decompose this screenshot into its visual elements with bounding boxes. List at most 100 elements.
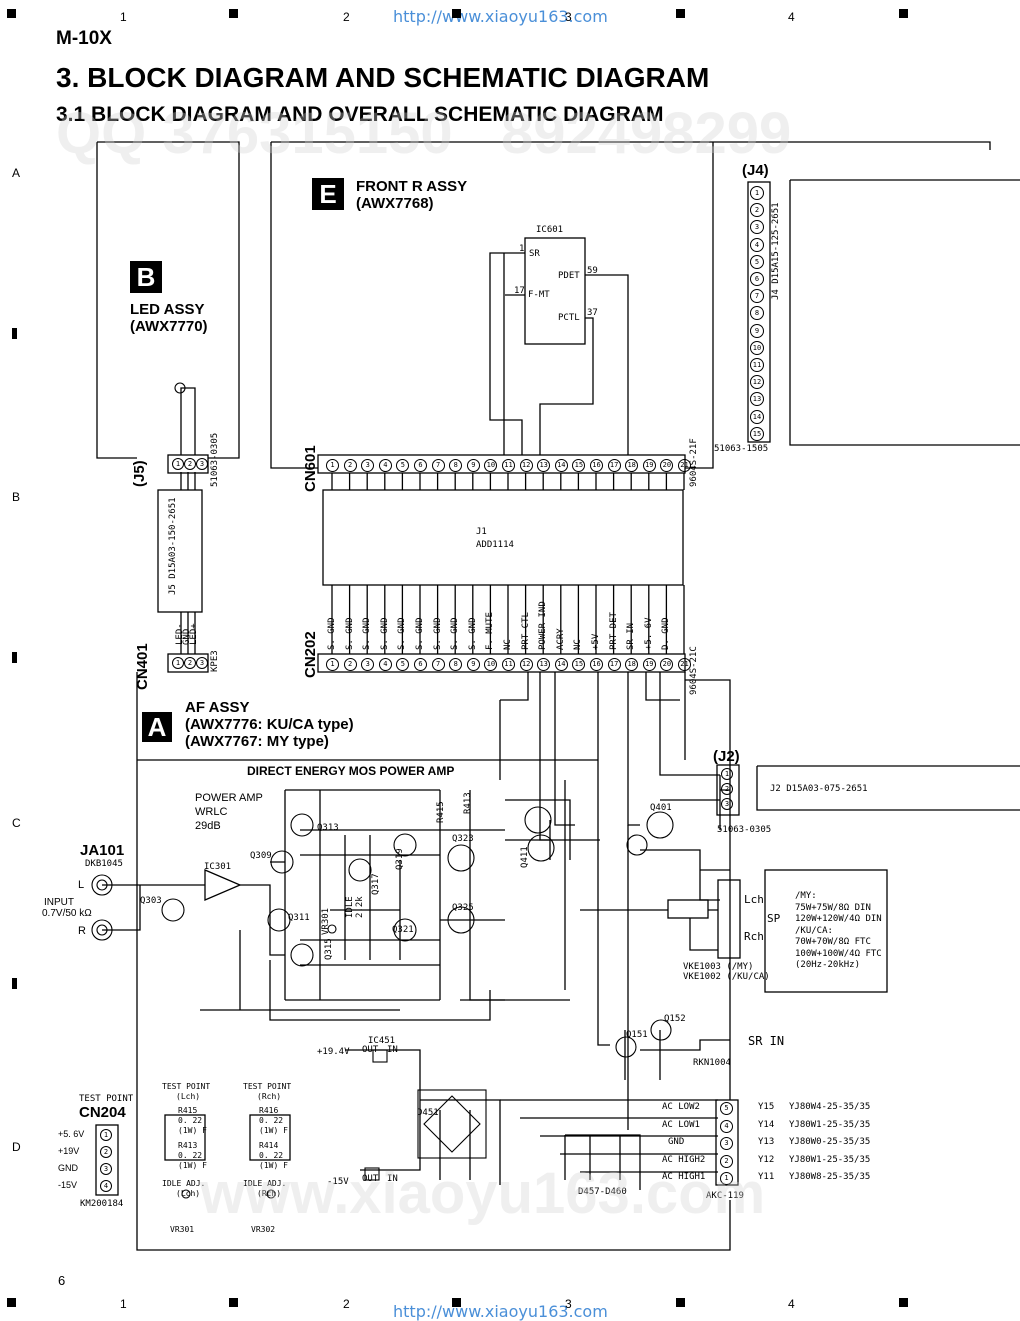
j5-label: (J5) <box>131 460 148 487</box>
cn202-pin: 15 <box>572 658 586 671</box>
part-label: R413 <box>463 792 473 814</box>
cn202-pin: 2 <box>343 658 357 671</box>
part-label: Q411 <box>520 846 530 868</box>
column-number: 3 <box>565 1297 572 1311</box>
column-number: 1 <box>120 1297 127 1311</box>
test-point-vr: VR301 <box>170 1225 195 1234</box>
test-point-idle: IDLE ADJ. <box>243 1179 287 1188</box>
amp-power-label: POWER AMP <box>195 792 263 804</box>
page-number: 6 <box>58 1273 66 1288</box>
ac-row-wire: YJ80W4-25-35/35 <box>789 1102 871 1112</box>
registration-mark <box>229 1298 238 1307</box>
cn601-pin: 2 <box>343 459 357 472</box>
test-point-w1: (1W) F <box>259 1126 288 1135</box>
ja101-label: JA101 <box>80 842 125 859</box>
j5-pin: 1 <box>172 458 184 470</box>
cn601-pin: 16 <box>590 459 603 472</box>
part-label: Q309 <box>250 851 272 861</box>
amp-gain-label: 29dB <box>195 820 221 832</box>
cn202-signal-label: S. GND <box>397 617 408 650</box>
part-label: Q303 <box>140 896 162 906</box>
ic601-pin-sr: SR <box>529 249 540 259</box>
j4-pin: 2 <box>750 203 764 218</box>
cn202-signal-label: S. GND <box>327 617 337 650</box>
part-label: Q401 <box>650 803 672 813</box>
test-point-title2: (Rch) <box>257 1092 282 1101</box>
block-b-part: (AWX7770) <box>130 318 208 335</box>
j4-pin: 1 <box>750 186 764 200</box>
test-point-vr: VR302 <box>251 1225 276 1234</box>
registration-mark <box>899 1298 908 1307</box>
cn202-pin: 18 <box>625 658 639 671</box>
cn202-pin: 7 <box>431 658 445 671</box>
cn202-pin: 13 <box>537 658 551 671</box>
block-b-badge: B <box>130 261 162 293</box>
cn601-pin: 1 <box>326 459 339 472</box>
test-point-ch: (Rch) <box>257 1189 282 1198</box>
part-label: Q311 <box>288 913 310 923</box>
srin-part: RKN1004 <box>693 1058 731 1068</box>
cn601-pin: 10 <box>484 459 498 472</box>
cn202-pin: 11 <box>502 658 515 671</box>
regulator-in-label: IN <box>387 1045 398 1055</box>
cn204-row-label: GND <box>58 1163 78 1173</box>
ic601-pin-pdet: PDET <box>558 271 580 281</box>
cn601-pin: 4 <box>378 459 392 472</box>
test-point-w1: (1W) F <box>178 1126 207 1135</box>
part-label: 2.2k <box>355 896 365 918</box>
j4-pin: 10 <box>750 340 764 355</box>
cn202-pin: 3 <box>361 658 375 671</box>
ac-row-label: AC LOW1 <box>662 1119 700 1130</box>
cn202-pin: 16 <box>590 658 603 671</box>
part-label: VR301 <box>321 907 331 935</box>
part-label: IDLE <box>345 896 355 918</box>
j2-part: 51063-0305 <box>717 825 772 835</box>
test-point-r2: R413 <box>178 1141 198 1150</box>
regulator-in-label: IN <box>387 1174 398 1184</box>
ac-row-pin: 4 <box>720 1119 733 1133</box>
test-point-title2: (Lch) <box>176 1092 201 1101</box>
registration-mark <box>12 978 17 989</box>
cn202-pin: 1 <box>326 658 339 671</box>
ac-row-id: Y14 <box>758 1119 775 1130</box>
cn204-label: CN204 <box>79 1104 126 1121</box>
cn202-pin: 6 <box>414 658 427 671</box>
part-label: D457-D460 <box>578 1187 627 1197</box>
ja101-part: DKB1045 <box>85 859 123 869</box>
test-point-w2: (1W) F <box>259 1161 288 1170</box>
cn202-signal-label: PRT-DET <box>608 612 619 650</box>
cn202-signal-label: S. GND <box>432 617 443 650</box>
cn601-pin: 12 <box>519 459 533 472</box>
j5-cable-label: J5 D15A03-150-2651 <box>168 497 178 595</box>
part-label: Q151 <box>626 1030 648 1040</box>
cn202-signal-label: D. GND <box>661 617 672 650</box>
ac-row-pin: 5 <box>720 1102 733 1115</box>
cn202-signal-label: S. GND <box>467 617 478 650</box>
speaker-part-my: VKE1003 (/MY) <box>683 962 754 972</box>
ic601-label: IC601 <box>536 225 564 235</box>
registration-mark <box>7 1298 16 1307</box>
page-title: 3. BLOCK DIAGRAM AND SCHEMATIC DIAGRAM <box>56 62 710 93</box>
ac-row-wire: YJ80W1-25-35/35 <box>789 1119 871 1130</box>
test-point-title1: TEST POINT <box>243 1082 292 1091</box>
j4-pin: 9 <box>750 323 764 338</box>
ac-row-label: AC HIGH2 <box>662 1154 706 1165</box>
test-point-idle: IDLE ADJ. <box>162 1179 206 1188</box>
speaker-spec-line: 100W+100W/4Ω FTC <box>795 948 882 959</box>
registration-mark <box>229 9 238 18</box>
source-url-bottom[interactable]: http://www.xiaoyu163.com <box>393 1302 608 1321</box>
cn202-signal-label: SR IN <box>626 622 637 650</box>
cn401-pin: 3 <box>196 657 208 669</box>
ac-row-id: Y11 <box>758 1172 775 1182</box>
cn202-pin: 19 <box>642 658 656 671</box>
source-url-top[interactable]: http://www.xiaoyu163.com <box>393 7 608 26</box>
cn601-pin: 17 <box>607 459 621 472</box>
cn204-row-label: +19V <box>58 1146 80 1156</box>
cn601-pin: 13 <box>537 459 551 472</box>
cn202-signal-label: PRT-CTL <box>520 612 531 650</box>
row-letter: C <box>12 816 21 830</box>
cn202-signal-label: S. GND <box>415 617 425 650</box>
ac-row-pin: 1 <box>720 1172 733 1185</box>
j4-part: 51063-1505 <box>714 444 769 454</box>
j4-label: (J4) <box>742 162 769 179</box>
